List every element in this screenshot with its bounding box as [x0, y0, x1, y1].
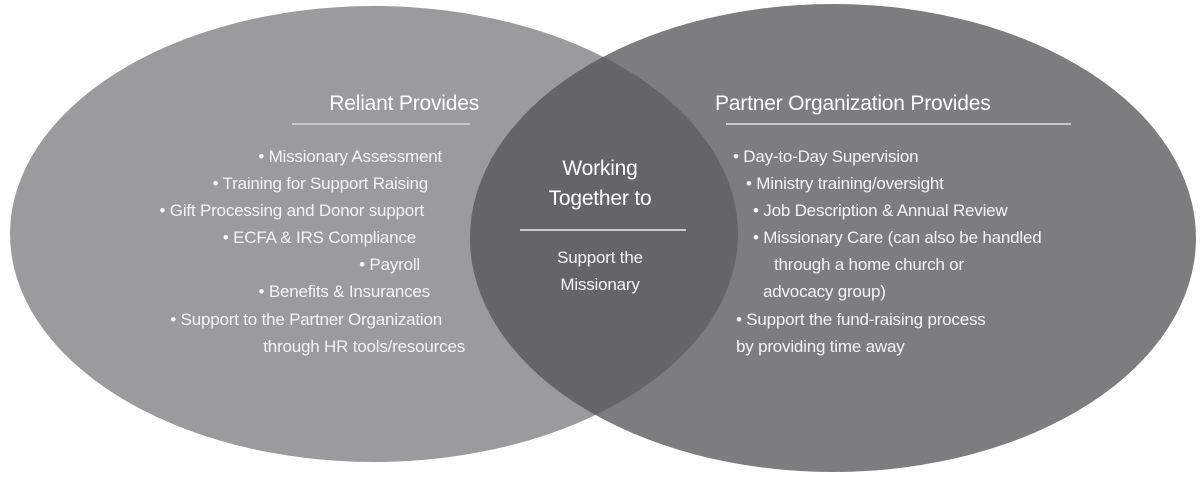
left-item: • Payroll — [359, 255, 420, 274]
left-heading: Reliant Provides — [329, 92, 479, 115]
center-sub-line1: Support the — [557, 248, 643, 267]
right-item: • Day-to-Day Supervision — [733, 147, 919, 166]
right-item: through a home church or — [774, 255, 964, 274]
overlap-region — [470, 6, 738, 462]
right-item: • Support the fund-raising process — [736, 310, 986, 329]
left-item: • Gift Processing and Donor support — [159, 201, 425, 220]
center-sub-line2: Missionary — [560, 275, 640, 294]
right-item: • Ministry training/oversight — [746, 174, 944, 193]
left-item: • Support to the Partner Organization — [170, 310, 442, 329]
left-item: • Training for Support Raising — [212, 174, 429, 193]
right-heading: Partner Organization Provides — [715, 92, 991, 115]
right-item: • Missionary Care (can also be handled — [753, 228, 1042, 247]
center-heading-line2: Together to — [548, 187, 652, 210]
left-divider — [292, 123, 470, 125]
left-item: • Missionary Assessment — [258, 147, 442, 166]
right-item: advocacy group) — [763, 282, 886, 301]
left-item: • ECFA & IRS Compliance — [222, 228, 416, 247]
center-divider — [520, 229, 686, 231]
left-item: through HR tools/resources — [263, 337, 465, 356]
right-divider — [726, 123, 1071, 125]
left-item: • Benefits & Insurances — [258, 282, 431, 301]
right-item: by providing time away — [736, 337, 905, 356]
center-heading-line1: Working — [562, 157, 638, 180]
right-item: • Job Description & Annual Review — [753, 201, 1008, 220]
